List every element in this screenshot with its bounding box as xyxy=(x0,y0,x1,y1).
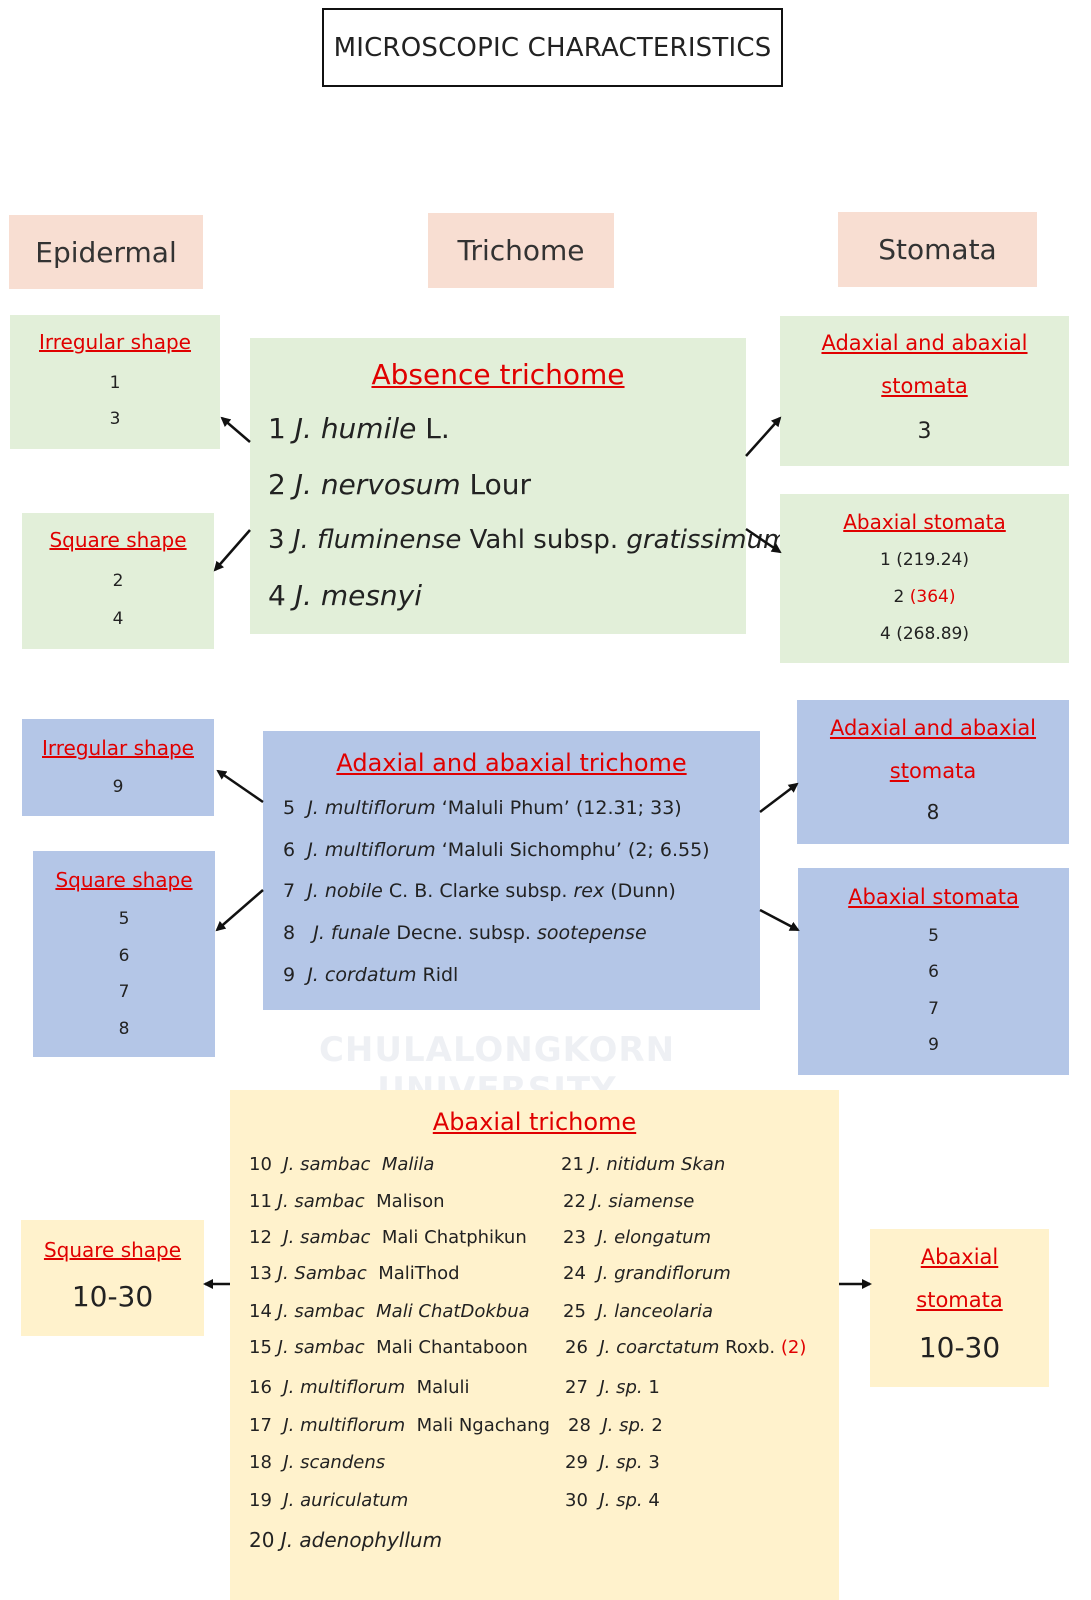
species-item: 19 J. auriculatum xyxy=(249,1490,409,1511)
box-label: Irregular shape xyxy=(42,736,194,760)
species-item: 14 J. sambac Mali ChatDokbua xyxy=(249,1301,530,1322)
arrow-1-to-stomata-adab xyxy=(745,416,782,457)
group-heading: Adaxial and abaxial trichome xyxy=(336,749,687,777)
box-label: stomata xyxy=(881,374,968,398)
box-value: 10-30 xyxy=(918,1331,1001,1364)
stomata-abaxial-box-3: Abaxial stomata 10-30 xyxy=(870,1229,1049,1387)
box-number: 5 xyxy=(928,926,939,946)
absence-trichome-box: Absence trichome 1 J. humile L. 2 J. ner… xyxy=(250,338,788,634)
box-label: Square shape xyxy=(43,1238,182,1262)
species-item: 6 J. multiflorum ‘Maluli Sichomphu’ (2; … xyxy=(283,839,710,861)
species-item: 2 J. nervosum Lour xyxy=(268,468,532,501)
species-item: 30 J. sp. 4 xyxy=(565,1490,660,1511)
stomata-value-row: 2 (364) xyxy=(893,587,956,607)
box-number: 8 xyxy=(118,1019,130,1039)
group-heading: Abaxial trichome xyxy=(432,1108,637,1136)
box-number: 7 xyxy=(928,999,939,1019)
epidermal-irregular-box-2: Irregular shape 9 xyxy=(22,719,214,816)
epidermal-square-box-3: Square shape 10-30 xyxy=(21,1220,204,1336)
box-number: 6 xyxy=(928,962,939,982)
species-item: 25 J. lanceolaria xyxy=(563,1301,713,1322)
box-number: 9 xyxy=(112,777,124,797)
box-number: 3 xyxy=(109,409,121,429)
box-value: 10-30 xyxy=(71,1280,154,1313)
stomata-value-row: 1 (219.24) xyxy=(880,550,969,570)
box-label: Abaxial stomata xyxy=(843,510,1006,534)
species-item: 15 J. sambac Mali Chantaboon xyxy=(249,1337,528,1358)
species-item: 22 J. siamense xyxy=(563,1191,695,1212)
arrow-2-to-epidermal-irregular xyxy=(216,769,264,804)
box-label: Adaxial and abaxial xyxy=(829,716,1037,740)
box-number: 5 xyxy=(118,909,130,929)
box-number: 2 xyxy=(112,571,124,591)
species-item: 20 J. adenophyllum xyxy=(249,1528,443,1552)
adaxial-abaxial-trichome-box: Adaxial and abaxial trichome 5 J. multif… xyxy=(263,731,760,1010)
header-epidermal: Epidermal xyxy=(9,215,203,289)
species-item: 4 J. mesnyi xyxy=(268,579,422,612)
box-label: Adaxial and abaxial xyxy=(821,331,1028,355)
box-label: Square shape xyxy=(49,528,187,552)
box-number: 9 xyxy=(928,1035,939,1055)
stomata-abaxial-box-2: Abaxial stomata 5 6 7 9 xyxy=(798,868,1069,1075)
box-number: 7 xyxy=(118,982,130,1002)
species-item: 8 J. funale Decne. subsp. sootepense xyxy=(283,922,647,944)
box-label: Abaxial xyxy=(920,1245,999,1269)
species-item: 27 J. sp. 1 xyxy=(565,1377,660,1398)
stomata-value-row: 4 (268.89) xyxy=(880,624,969,644)
species-item: 3 J. fluminense Vahl subsp. gratissimum xyxy=(268,525,789,555)
epidermal-square-box-1: Square shape 2 4 xyxy=(22,513,214,649)
arrow-1-to-epidermal-square xyxy=(213,529,251,572)
species-item: 10 J. sambac Malila xyxy=(249,1154,435,1175)
species-item: 18 J. scandens xyxy=(249,1452,386,1473)
box-label: Irregular shape xyxy=(39,330,191,354)
species-item: 1 J. humile L. xyxy=(268,412,450,445)
species-item: 12 J. sambac Mali Chatphikun xyxy=(249,1227,527,1248)
abaxial-trichome-box: Abaxial trichome 10 J. sambac Malila 11 … xyxy=(230,1090,839,1600)
species-item: 13 J. Sambac MaliThod xyxy=(249,1263,460,1284)
species-item: 28 J. sp. 2 xyxy=(568,1415,663,1436)
arrow-1-to-epidermal-irregular xyxy=(220,416,251,443)
diagram-title: MICROSCOPIC CHARACTERISTICS xyxy=(322,8,783,87)
box-number: 4 xyxy=(112,609,124,629)
species-item: 23 J. elongatum xyxy=(563,1227,712,1248)
species-item: 5 J. multiflorum ‘Maluli Phum’ (12.31; 3… xyxy=(283,797,682,819)
species-item: 24 J. grandiflorum xyxy=(563,1263,731,1284)
header-trichome: Trichome xyxy=(428,213,614,288)
box-number: 1 xyxy=(109,373,121,393)
epidermal-square-box-2: Square shape 5 6 7 8 xyxy=(33,851,215,1057)
epidermal-irregular-box-1: Irregular shape 1 3 xyxy=(10,315,220,449)
species-item: 29 J. sp. 3 xyxy=(565,1452,660,1473)
species-item: 9 J. cordatum Ridl xyxy=(283,964,459,986)
stomata-adaxial-abaxial-box-2: Adaxial and abaxial stomata 8 xyxy=(797,700,1069,844)
species-item: 17 J. multiflorum Mali Ngachang xyxy=(249,1415,550,1436)
box-label: Square shape xyxy=(55,868,193,892)
header-stomata: Stomata xyxy=(838,212,1037,287)
species-item: 11 J. sambac Malison xyxy=(249,1191,445,1212)
group-heading: Absence trichome xyxy=(371,358,625,391)
species-item: 21 J. nitidum Skan xyxy=(561,1154,726,1175)
box-label: stomata xyxy=(916,1288,1003,1312)
box-number: 3 xyxy=(917,419,932,444)
species-item: 26 J. coarctatum Roxb. (2) xyxy=(565,1337,807,1358)
box-label: stomata xyxy=(889,759,977,783)
species-item: 16 J. multiflorum Maluli xyxy=(249,1377,470,1398)
arrow-2-to-epidermal-square xyxy=(215,889,264,932)
species-item: 7 J. nobile C. B. Clarke subsp. rex (Dun… xyxy=(283,880,676,902)
stomata-abaxial-box-1: Abaxial stomata 1 (219.24) 2 (364) 4 (26… xyxy=(780,494,1069,663)
box-number: 8 xyxy=(926,800,940,824)
box-number: 6 xyxy=(118,946,130,966)
stomata-adaxial-abaxial-box-1: Adaxial and abaxial stomata 3 xyxy=(780,316,1069,466)
arrow-2-to-stomata-ab xyxy=(759,908,800,932)
box-label: Abaxial stomata xyxy=(848,885,1019,909)
arrow-2-to-stomata-adab xyxy=(759,782,799,813)
